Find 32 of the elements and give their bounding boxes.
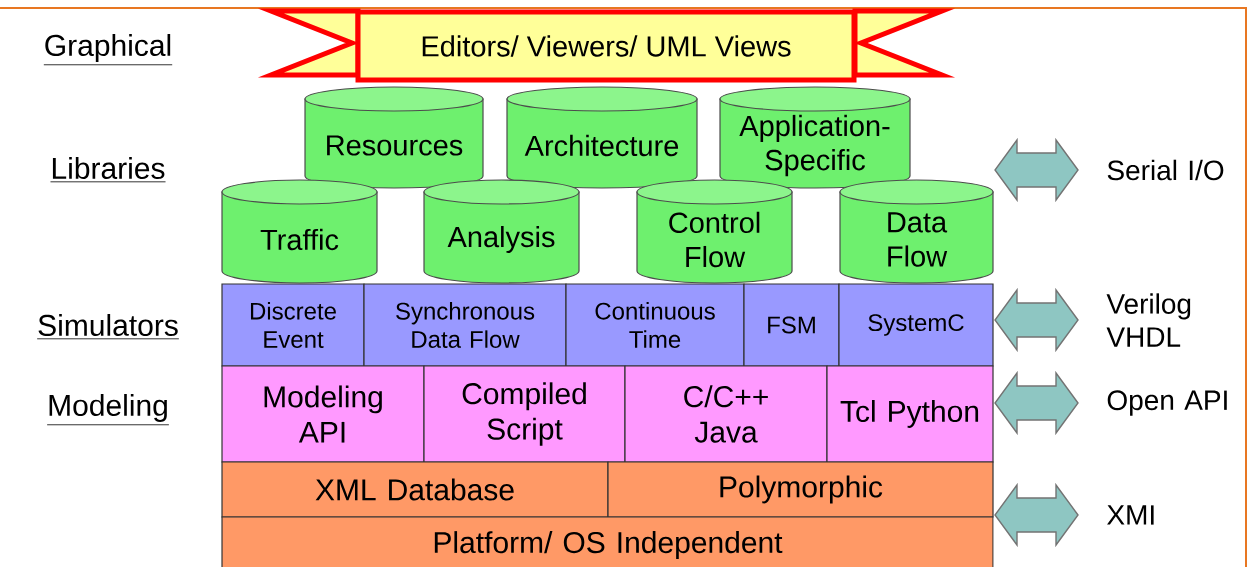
database-cylinder: Data Flow [839,179,994,284]
double-arrow [994,287,1079,353]
database-cylinder: Resources [304,86,484,189]
layer-label: Modeling [46,394,170,426]
double-arrow [994,370,1079,436]
double-arrow [994,137,1079,203]
interface-text: Open API [1107,390,1227,416]
interface-text: Serial I/O [1107,159,1224,181]
database-cylinder: Analysis [423,179,580,284]
interface-text: XMI [1107,505,1154,525]
layer-cell: C/C++ Java [624,365,828,463]
layer-cell: SystemC [838,283,994,367]
database-cylinder: Control Flow [636,179,793,284]
layer-label: Simulators [36,314,180,340]
layer-cell: Continuous Time [565,283,745,367]
banner: Editors/ Viewers/ UML Views [257,8,956,83]
interface-text: Verilog VHDL [1106,293,1191,347]
layer-cell: Polymorphic [607,461,994,518]
layer-cell: Tcl Python [826,365,994,463]
layer-cell: Modeling API [221,365,425,463]
database-cylinder: Application-Specific [719,86,911,189]
database-cylinder: Traffic [221,179,378,284]
layer-label: Graphical [43,34,173,66]
layer-label: Libraries [50,157,166,183]
layer-cell: Platform/ OS Independent [221,516,994,567]
database-cylinder: Architecture [506,86,698,189]
layer-cell: Compiled Script [423,365,626,463]
layer-cell: FSM [743,283,840,367]
layer-cell: XML Database [221,461,609,518]
double-arrow [994,482,1079,548]
layer-cell: Synchronous Data Flow [363,283,567,367]
layer-cell: Discrete Event [221,283,365,367]
